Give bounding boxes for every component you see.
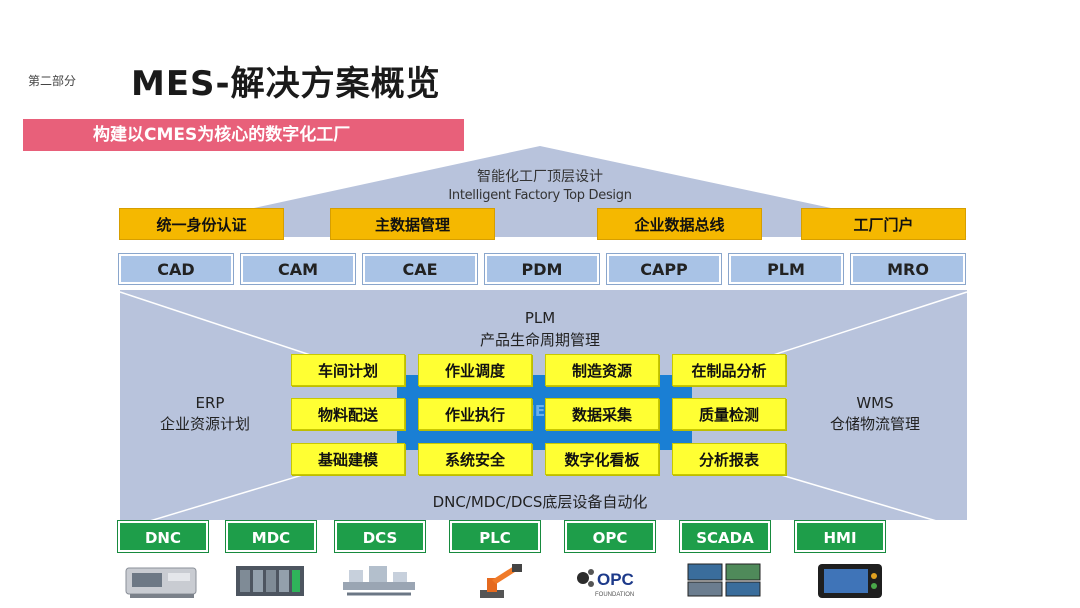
opc-logo-icon: OPC FOUNDATION <box>577 569 634 598</box>
func-manufacturing-resource: 制造资源 <box>545 354 659 386</box>
func-job-scheduling: 作业调度 <box>418 354 532 386</box>
system-mro: MRO <box>851 254 965 284</box>
system-cad: CAD <box>119 254 233 284</box>
scada-monitors-icon <box>687 563 761 597</box>
top-design-title-cn: 智能化工厂顶层设计 <box>477 169 603 185</box>
subtitle-banner: 构建以CMES为核心的数字化工厂 <box>23 119 464 151</box>
device-hmi: HMI <box>795 521 885 552</box>
device-mdc: MDC <box>226 521 316 552</box>
plm-label-cn: 产品生命周期管理 <box>479 331 600 349</box>
system-cae: CAE <box>363 254 477 284</box>
system-capp: CAPP <box>607 254 721 284</box>
control-cabinet-icon <box>236 566 304 596</box>
erp-label-en: ERP <box>195 394 225 412</box>
device-plc: PLC <box>450 521 540 552</box>
func-wip-analysis: 在制品分析 <box>672 354 786 386</box>
opc-logo-subtext: FOUNDATION <box>595 592 634 598</box>
func-workshop-plan: 车间计划 <box>291 354 405 386</box>
func-analysis-report: 分析报表 <box>672 443 786 475</box>
device-scada: SCADA <box>680 521 770 552</box>
func-system-security: 系统安全 <box>418 443 532 475</box>
func-digital-dashboard: 数字化看板 <box>545 443 659 475</box>
func-base-modeling: 基础建模 <box>291 443 405 475</box>
hmi-panel-icon <box>818 564 882 598</box>
device-dnc: DNC <box>118 521 208 552</box>
module-identity-auth: 统一身份认证 <box>119 208 284 240</box>
device-opc: OPC <box>565 521 655 552</box>
plm-label-en: PLM <box>524 309 556 327</box>
system-plm: PLM <box>729 254 843 284</box>
wms-label-en: WMS <box>856 394 894 412</box>
wms-label-cn: 仓储物流管理 <box>829 415 920 433</box>
func-material-delivery: 物料配送 <box>291 398 405 430</box>
automation-line-icon <box>343 566 415 596</box>
section-label: 第二部分 <box>28 74 77 88</box>
module-master-data: 主数据管理 <box>330 208 495 240</box>
cnc-machine-icon <box>125 567 197 598</box>
device-dcs: DCS <box>335 521 425 552</box>
module-factory-portal: 工厂门户 <box>801 208 966 240</box>
system-pdm: PDM <box>485 254 599 284</box>
system-cam: CAM <box>241 254 355 284</box>
func-quality-inspection: 质量检测 <box>672 398 786 430</box>
page-title: MES-解决方案概览 <box>131 64 441 104</box>
top-design-title-en: Intelligent Factory Top Design <box>448 188 632 203</box>
robot-arm-icon <box>480 564 522 598</box>
func-data-acquisition: 数据采集 <box>545 398 659 430</box>
automation-layer-title: DNC/MDC/DCS底层设备自动化 <box>432 493 648 511</box>
module-enterprise-bus: 企业数据总线 <box>597 208 762 240</box>
func-job-execution: 作业执行 <box>418 398 532 430</box>
foundation-strip <box>110 520 970 530</box>
opc-logo-text: OPC <box>597 570 634 589</box>
erp-label-cn: 企业资源计划 <box>159 415 250 433</box>
